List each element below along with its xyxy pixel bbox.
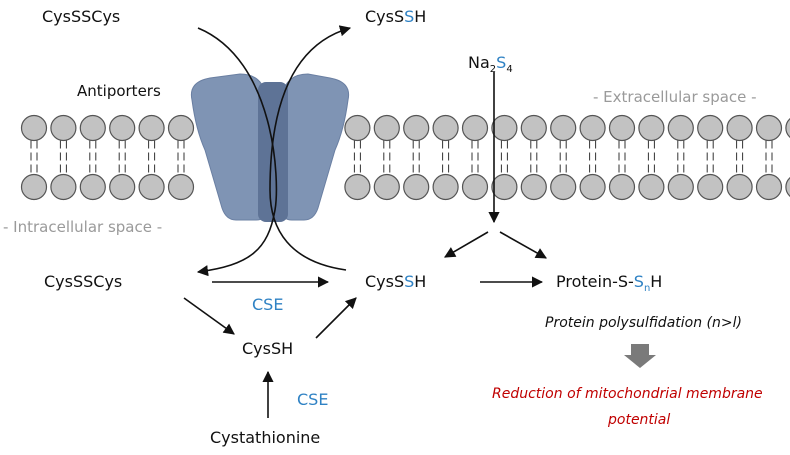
- cysscys-extracellular: CysSSCys: [42, 7, 120, 26]
- lipid-head: [138, 114, 165, 142]
- lipid-head: [79, 114, 106, 142]
- cysssh-intracellular: CysSSH: [365, 272, 426, 291]
- lipid-head: [167, 114, 195, 142]
- lipid-head: [373, 173, 400, 201]
- cyssh-label: CysSH: [242, 339, 293, 358]
- lipid-head: [109, 173, 136, 201]
- cse-label-top: CSE: [252, 295, 283, 314]
- lipid-head: [550, 173, 577, 201]
- lipid-head: [785, 117, 790, 139]
- lipid-head: [167, 173, 195, 201]
- lipid-head: [432, 173, 459, 201]
- lipid-head: [20, 173, 48, 201]
- lipid-head: [403, 114, 430, 142]
- lipid-head: [550, 114, 577, 142]
- lipid-head: [344, 173, 371, 201]
- lipid-head: [138, 173, 165, 201]
- lipid-head: [755, 114, 783, 142]
- lipid-head: [638, 173, 665, 201]
- protein-polysulfide-label: Protein-S-SnH: [556, 272, 662, 294]
- lipid-head: [520, 114, 547, 142]
- lipid-head: [20, 114, 48, 142]
- na2s4-label: Na2S4: [468, 53, 513, 75]
- lipid-head: [109, 114, 136, 142]
- lipid-head: [491, 114, 518, 142]
- lipid-head: [579, 114, 606, 142]
- lipid-head: [726, 173, 753, 201]
- lipid-head: [667, 173, 694, 201]
- lipid-head: [50, 114, 77, 142]
- lipid-head: [697, 173, 724, 201]
- lipid-head: [491, 173, 518, 201]
- lipid-head: [755, 173, 783, 201]
- reaction-arrows: [183, 72, 547, 418]
- lipid-head: [461, 173, 489, 201]
- reduction-line-2: potential: [607, 412, 670, 428]
- lipid-head: [667, 114, 694, 142]
- lipid-head: [50, 173, 77, 201]
- lipid-head: [608, 173, 636, 201]
- lipid-head: [785, 176, 790, 198]
- lipid-head: [697, 114, 724, 142]
- lipid-head: [461, 114, 489, 142]
- cysscys-intracellular: CysSSCys: [44, 272, 122, 291]
- lipid-head: [432, 114, 459, 142]
- lipid-head: [520, 173, 547, 201]
- transport-arrows: [196, 25, 352, 277]
- cystathionine-label: Cystathionine: [210, 428, 320, 447]
- polysulfidation-label: Protein polysulfidation (n>l): [545, 315, 742, 331]
- lipid-head: [403, 173, 430, 201]
- lipid-head: [726, 114, 753, 142]
- lipid-head: [638, 114, 665, 142]
- lipid-head: [344, 114, 371, 142]
- membrane-bilayer: [20, 114, 790, 201]
- cse-label-bottom: CSE: [297, 390, 328, 409]
- lipid-head: [579, 173, 606, 201]
- antiporters-label: Antiporters: [77, 82, 161, 100]
- lipid-head: [608, 114, 636, 142]
- lipid-head: [373, 114, 400, 142]
- extracellular-space-label: - Extracellular space -: [593, 88, 757, 106]
- reduction-line-1: Reduction of mitochondrial membrane: [492, 386, 763, 402]
- lipid-head: [79, 173, 106, 201]
- cysssh-extracellular: CysSSH: [365, 7, 426, 26]
- intracellular-space-label: - Intracellular space -: [3, 218, 162, 236]
- gray-down-arrow-icon: [624, 344, 656, 368]
